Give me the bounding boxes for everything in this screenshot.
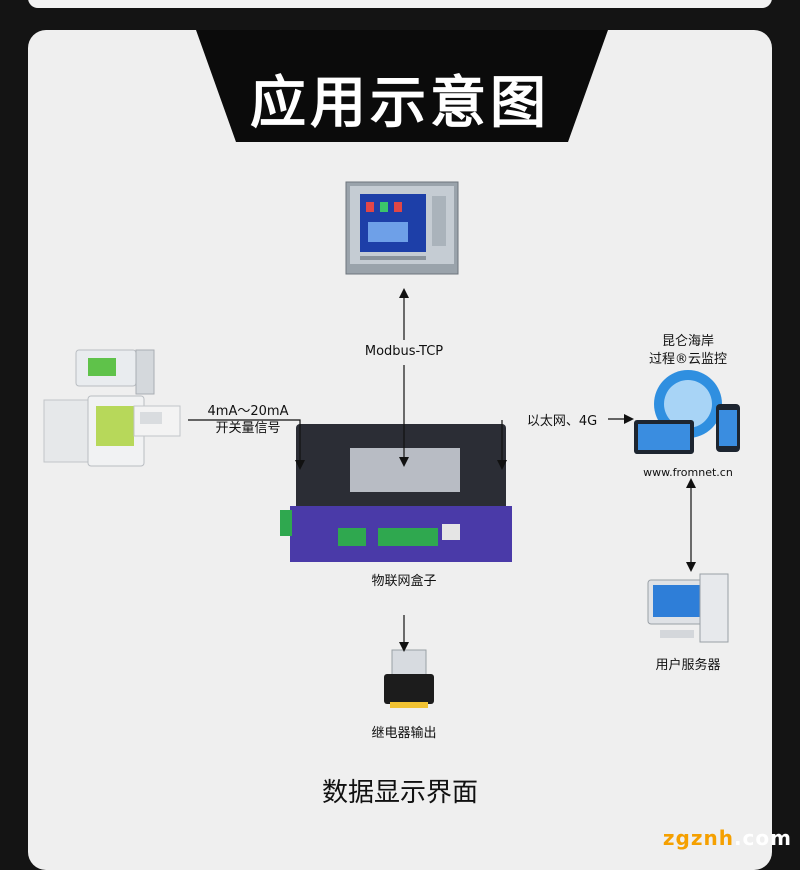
sensors-image [43, 349, 181, 467]
modbus-tcp-label: Modbus-TCP [364, 344, 444, 359]
page-title: 应用示意图 [250, 71, 550, 136]
iot-gateway-device-image [280, 424, 512, 562]
cloud-label-line1: 昆仑海岸 [661, 334, 714, 349]
cloud-platform-image [634, 370, 740, 454]
relay-image [384, 649, 434, 708]
connector-lines [188, 288, 696, 652]
footer-title: 数据显示界面 [321, 778, 478, 808]
sensor-connector [188, 419, 301, 464]
gateway-label: 物联网盒子 [371, 574, 437, 589]
watermark-main: zgznh [662, 826, 734, 850]
network-label: 以太网、4G [526, 414, 598, 429]
sensor-signal-label-line2: 开关量信号 [215, 421, 281, 436]
relay-label: 继电器输出 [371, 726, 437, 741]
sensor-signal-label-line1: 4mA～20mA [207, 404, 289, 419]
watermark-suffix: .com [733, 826, 792, 850]
cloud-url: www.fromnet.cn [643, 466, 733, 479]
application-diagram-card: 应用示意图 [28, 30, 772, 870]
hmi-touch-panel-image [345, 181, 459, 275]
top-card [28, 0, 772, 8]
title-banner [196, 30, 608, 142]
watermark: zgznh.com [663, 826, 792, 850]
server-label: 用户服务器 [655, 658, 721, 673]
cloud-label-line2: 过程®云监控 [648, 352, 727, 367]
server-computer-image [647, 573, 729, 643]
